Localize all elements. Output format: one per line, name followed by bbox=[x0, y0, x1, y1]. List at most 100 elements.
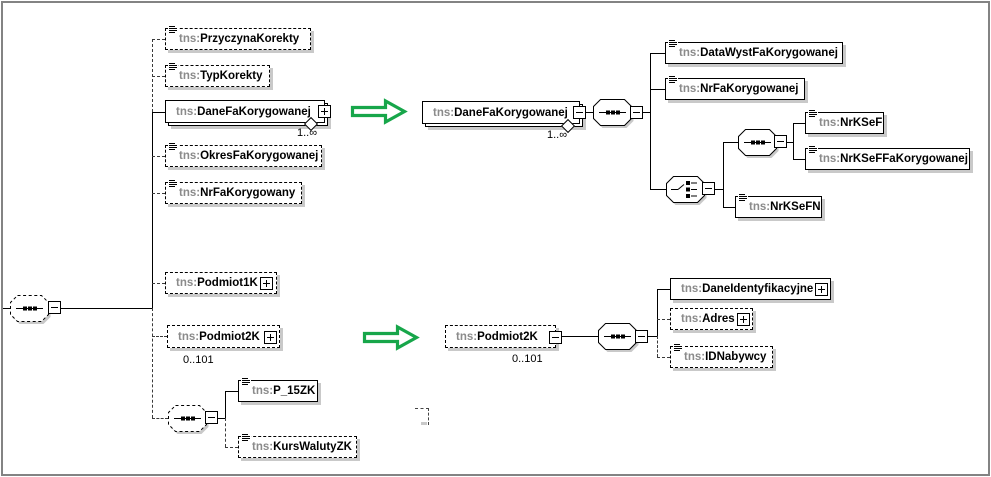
element-label: Podmiot1K bbox=[197, 277, 258, 289]
element-box-data-wyst-fa-korygowanej[interactable]: tns:DataWystFaKorygowanej bbox=[665, 39, 843, 64]
collapse-minus-button[interactable] bbox=[635, 330, 648, 343]
connector-line bbox=[152, 156, 165, 157]
connector-line bbox=[562, 336, 598, 337]
element-label: DaneIdentyfikacyjne bbox=[702, 283, 814, 295]
expand-plus-button[interactable] bbox=[318, 105, 331, 118]
element-label: Podmiot2K bbox=[477, 330, 538, 343]
connector-line bbox=[3, 308, 10, 309]
element-box-nr-ksef-fa-korygowanej[interactable]: tns:NrKSeFFaKorygowanej bbox=[805, 145, 970, 170]
element-box-okres-fa-korygowanej[interactable]: tns:OkresFaKorygowanej bbox=[165, 142, 322, 167]
element-box-podmiot2k[interactable]: tns:Podmiot2K bbox=[167, 325, 280, 348]
connector-line bbox=[152, 39, 165, 40]
expand-plus-button[interactable] bbox=[737, 313, 750, 326]
collapse-minus-button[interactable] bbox=[702, 182, 715, 195]
doc-icon bbox=[168, 62, 178, 71]
connector-line bbox=[793, 123, 805, 124]
sequence-compositor[interactable] bbox=[738, 129, 780, 159]
collapse-minus-button[interactable] bbox=[573, 106, 586, 119]
element-box-przyczyna-korekty[interactable]: tns:PrzyczynaKorekty bbox=[165, 25, 311, 50]
sequence-compositor[interactable] bbox=[593, 99, 635, 129]
connector-line bbox=[643, 112, 650, 113]
connector-line bbox=[61, 308, 152, 309]
namespace-prefix: tns: bbox=[179, 70, 201, 82]
element-label: DaneFaKorygowanej bbox=[197, 105, 311, 118]
connector-line bbox=[657, 289, 658, 336]
choice-compositor[interactable] bbox=[666, 176, 708, 206]
collapse-minus-button[interactable] bbox=[774, 135, 787, 148]
doc-icon bbox=[241, 433, 251, 442]
element-box-dane-fa-korygowanej-expanded[interactable]: tns:DaneFaKorygowanej bbox=[422, 101, 586, 124]
doc-icon bbox=[168, 25, 178, 34]
connector-line bbox=[152, 112, 153, 308]
namespace-prefix: tns: bbox=[819, 117, 841, 129]
collapse-minus-button[interactable] bbox=[549, 331, 562, 344]
connector-line bbox=[580, 112, 593, 113]
connector-line bbox=[225, 418, 226, 447]
namespace-prefix: tns: bbox=[681, 283, 703, 295]
sequence-compositor[interactable] bbox=[168, 405, 210, 435]
namespace-prefix: tns: bbox=[176, 105, 198, 118]
cardinality-label: 1..∞ bbox=[297, 127, 318, 139]
collapse-minus-button[interactable] bbox=[630, 106, 643, 119]
connector-line bbox=[218, 418, 225, 419]
namespace-prefix: tns: bbox=[749, 201, 771, 213]
element-label: Adres bbox=[702, 313, 735, 325]
expand-plus-button[interactable] bbox=[815, 283, 828, 296]
connector-line bbox=[793, 159, 805, 160]
connector-line bbox=[650, 189, 666, 190]
namespace-prefix: tns: bbox=[179, 150, 201, 162]
element-label: KursWalutyZK bbox=[273, 441, 352, 453]
doc-icon bbox=[673, 343, 683, 352]
element-box-nr-ksefn[interactable]: tns:NrKSeFN bbox=[735, 193, 822, 218]
connector-line bbox=[152, 76, 165, 77]
element-label: IDNabywcy bbox=[705, 351, 767, 363]
element-box-adres[interactable]: tns:Adres bbox=[670, 308, 753, 330]
element-box-p-15zk[interactable]: tns:P_15ZK bbox=[238, 377, 318, 402]
connector-line bbox=[793, 123, 794, 159]
element-box-podmiot1k[interactable]: tns:Podmiot1K bbox=[165, 272, 277, 294]
doc-icon bbox=[668, 75, 678, 84]
connector-line bbox=[657, 336, 658, 357]
element-box-dane-identyfikacyjne[interactable]: tns:DaneIdentyfikacyjne bbox=[670, 278, 831, 300]
element-box-nr-ksef[interactable]: tns:NrKSeF bbox=[805, 109, 884, 134]
choice-icon bbox=[666, 176, 707, 205]
element-box-kurs-waluty-zk[interactable]: tns:KursWalutyZK bbox=[238, 433, 357, 458]
element-box-dane-fa-korygowanej[interactable]: tns:DaneFaKorygowanej bbox=[165, 100, 331, 123]
element-label: NrFaKorygowanej bbox=[700, 83, 799, 95]
sequence-compositor[interactable] bbox=[598, 323, 640, 353]
element-label: TypKorekty bbox=[200, 70, 263, 82]
connector-line bbox=[152, 336, 167, 337]
collapse-minus-button[interactable] bbox=[205, 411, 218, 424]
root-sequence-compositor[interactable] bbox=[10, 295, 52, 325]
element-box-nr-fa-korygowany[interactable]: tns:NrFaKorygowany bbox=[165, 179, 302, 204]
connector-line bbox=[723, 142, 738, 143]
expand-plus-button[interactable] bbox=[260, 277, 273, 290]
element-label: NrKSeFN bbox=[770, 201, 821, 213]
doc-icon bbox=[808, 145, 818, 154]
crop-artifact bbox=[415, 408, 429, 425]
namespace-prefix: tns: bbox=[252, 441, 274, 453]
connector-line bbox=[225, 447, 238, 448]
connector-line bbox=[152, 308, 153, 418]
element-box-nr-fa-korygowanej[interactable]: tns:NrFaKorygowanej bbox=[665, 75, 805, 100]
namespace-prefix: tns: bbox=[679, 83, 701, 95]
connector-line bbox=[152, 418, 168, 419]
sequence-icon bbox=[593, 99, 634, 128]
element-box-typ-korekty[interactable]: tns:TypKorekty bbox=[165, 62, 270, 87]
expand-plus-button[interactable] bbox=[264, 331, 277, 344]
element-box-id-nabywcy[interactable]: tns:IDNabywcy bbox=[670, 343, 773, 368]
namespace-prefix: tns: bbox=[252, 385, 274, 397]
element-label: PrzyczynaKorekty bbox=[200, 33, 300, 45]
connector-line bbox=[723, 207, 735, 208]
element-box-podmiot2k-expanded[interactable]: tns:Podmiot2K bbox=[445, 325, 562, 348]
collapse-minus-button[interactable] bbox=[48, 301, 61, 314]
connector-line bbox=[152, 112, 165, 113]
connector-line bbox=[650, 53, 665, 54]
sequence-icon bbox=[10, 295, 51, 324]
connector-line bbox=[152, 39, 153, 112]
connector-line bbox=[657, 357, 670, 358]
namespace-prefix: tns: bbox=[178, 330, 200, 343]
connector-line bbox=[715, 189, 723, 190]
